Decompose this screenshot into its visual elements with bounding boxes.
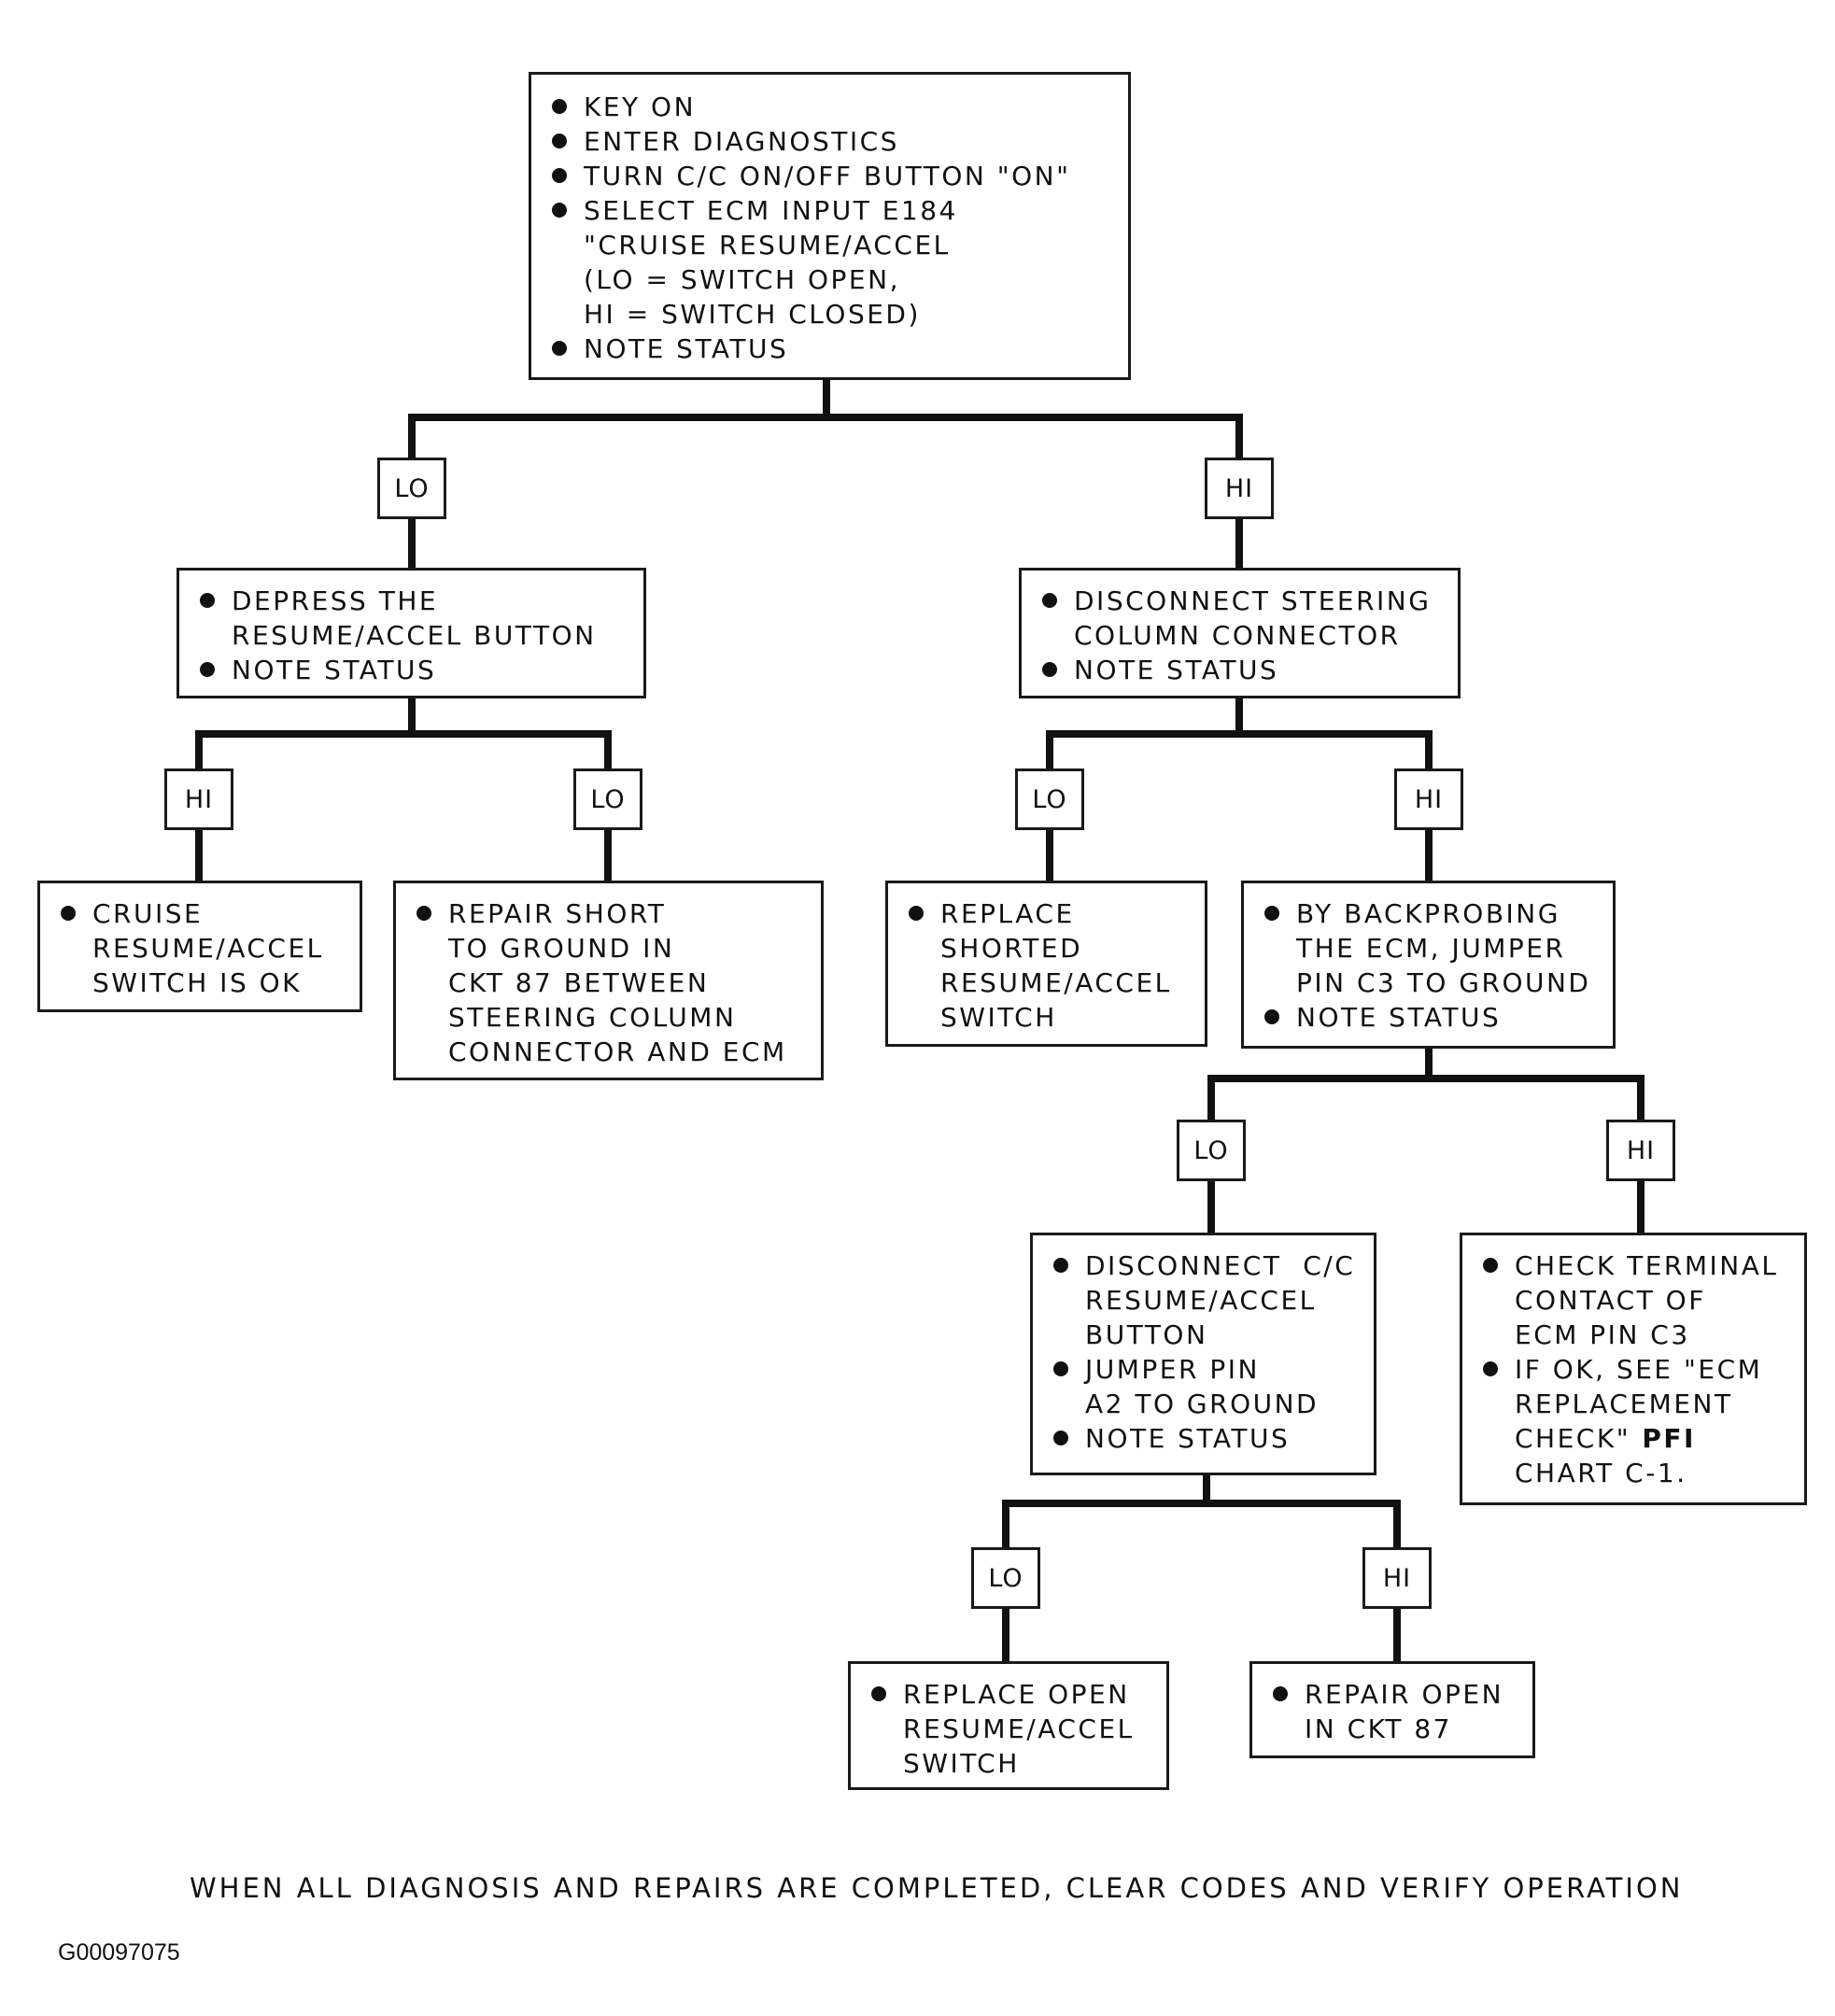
branch-tag-hi: HI [1394, 768, 1463, 830]
list-item: NOTE STATUS [196, 653, 630, 687]
list-item: NOTE STATUS [548, 331, 1115, 366]
bullet-icon [552, 341, 567, 356]
bullet-icon [552, 203, 567, 218]
figure-id: G00097075 [58, 1939, 180, 1966]
bullet-icon [200, 593, 215, 608]
bullet-icon [61, 906, 76, 921]
list-item: SELECT ECM INPUT E184"CRUISE RESUME/ACCE… [548, 193, 1115, 331]
branch-tag-hi: HI [164, 768, 233, 830]
branch-tag-hi: HI [1362, 1547, 1432, 1609]
branch-tag-lo: LO [1177, 1120, 1246, 1181]
branch-tag-lo: LO [1015, 768, 1084, 830]
branch-tag-lo: LO [971, 1547, 1040, 1609]
branch-tag-lo: LO [377, 458, 446, 519]
bullet-icon [1264, 1009, 1279, 1024]
bullet-icon [200, 662, 215, 677]
bullet-icon [1483, 1258, 1498, 1273]
bullet-icon [1273, 1686, 1288, 1701]
bullet-icon [1053, 1258, 1068, 1273]
list-item: NOTE STATUS [1050, 1421, 1361, 1456]
bullet-icon [1042, 593, 1057, 608]
pfi-label: PFI [1630, 1423, 1696, 1454]
bullet-icon [552, 168, 567, 183]
bullet-icon [909, 906, 924, 921]
list-item: KEY ON [548, 90, 1115, 124]
bullet-icon [416, 906, 431, 921]
bullet-icon [1042, 662, 1057, 677]
list-item: NOTE STATUS [1261, 1000, 1600, 1035]
bullet-icon [871, 1686, 886, 1701]
bullet-icon [1053, 1431, 1068, 1445]
bullet-icon [1053, 1361, 1068, 1376]
list-item: ENTER DIAGNOSTICS [548, 124, 1115, 159]
bullet-icon [552, 99, 567, 114]
list-item: NOTE STATUS [1038, 653, 1445, 687]
bullet-icon [1483, 1361, 1498, 1376]
footer-note: WHEN ALL DIAGNOSIS AND REPAIRS ARE COMPL… [190, 1872, 1684, 1904]
list-item: TURN C/C ON/OFF BUTTON "ON" [548, 159, 1115, 193]
bullet-icon [1264, 906, 1279, 921]
box-start: KEY ON ENTER DIAGNOSTICS TURN C/C ON/OFF… [529, 72, 1131, 380]
branch-tag-hi: HI [1606, 1120, 1675, 1181]
branch-tag-hi: HI [1205, 458, 1274, 519]
branch-tag-lo: LO [573, 768, 642, 830]
bullet-icon [552, 134, 567, 148]
